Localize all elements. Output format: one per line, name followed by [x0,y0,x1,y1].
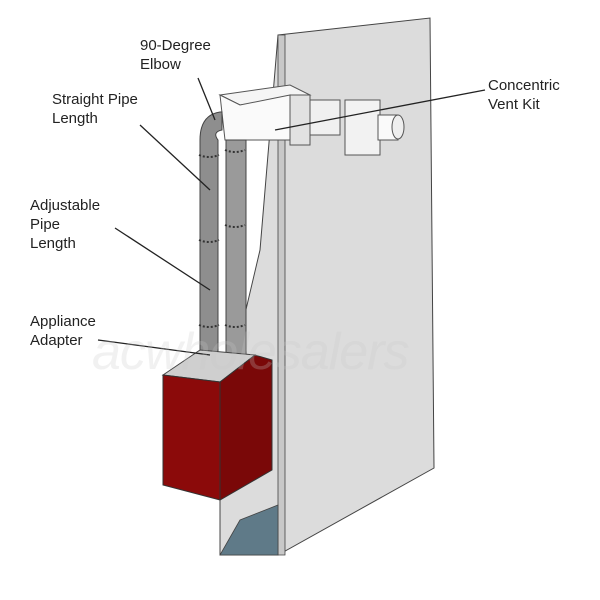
label-straight-pipe: Straight Pipe Length [52,91,138,127]
label-appliance-adapter: Appliance Adapter [30,313,96,349]
wall-front-edge [277,34,286,556]
label-vent-kit: Concentric Vent Kit [488,77,560,113]
watermark: acwholesalers [92,323,409,381]
label-elbow: 90-Degree Elbow [140,37,211,73]
appliance [161,349,273,501]
wall-bottom-opening [219,504,279,556]
elbow-box [218,84,341,146]
label-adjustable-pipe: Adjustable Pipe Length [30,197,101,252]
concentric-vent-kit [344,99,405,156]
leader-lines [97,77,486,356]
pipes [198,111,247,371]
